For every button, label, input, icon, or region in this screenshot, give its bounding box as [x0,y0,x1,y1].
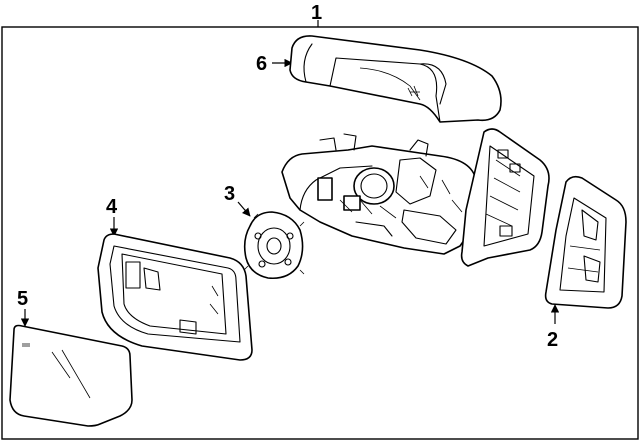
signal-lamp-housing [544,175,627,309]
callout-3-leader [237,201,251,217]
callout-2: 2 [547,329,558,351]
assembly-frame [1,26,639,440]
mirror-housing-assembly [281,133,479,255]
mirror-backing-frame [97,233,253,361]
mirror-glass [9,324,133,427]
callout-6: 6 [256,53,267,75]
glass-actuator [243,211,305,280]
callout-1: 1 [311,2,322,24]
mirror-cap [289,35,502,123]
callout-4: 4 [106,196,118,218]
mirror-mounting-base [460,128,550,267]
callout-3: 3 [224,183,235,205]
callout-5: 5 [17,288,28,310]
